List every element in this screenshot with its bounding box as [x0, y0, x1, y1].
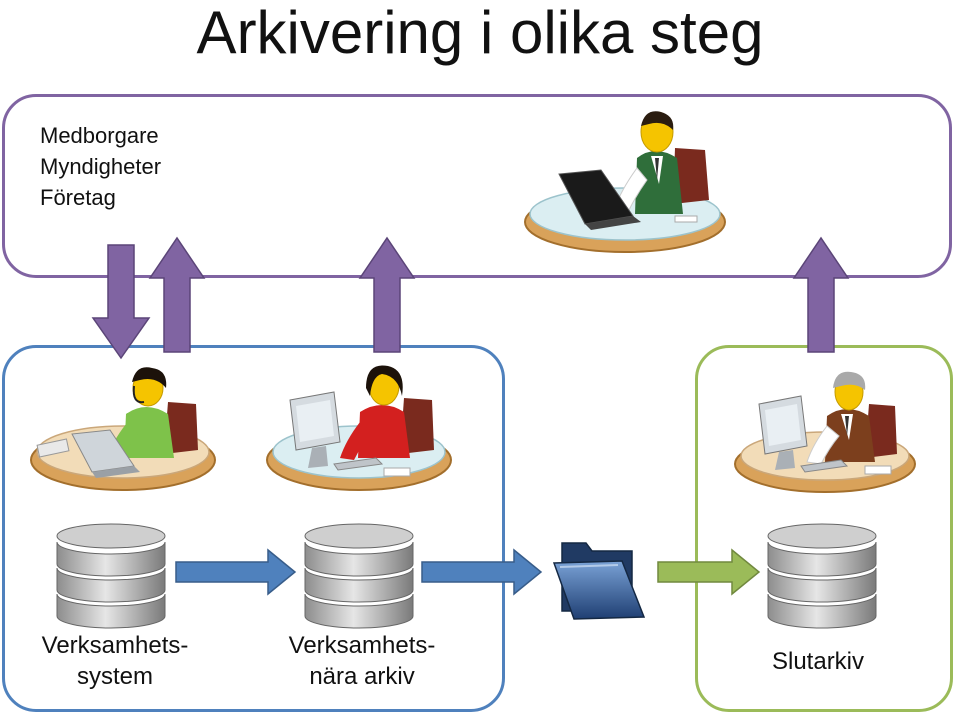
label-business-system: Verksamhets- system [20, 630, 210, 692]
person-at-desk-icon-final-archive [734, 371, 916, 493]
arrow-system-to-near [175, 548, 297, 596]
actor-citizens: Medborgare [40, 123, 159, 148]
label-near-archive-line1: Verksamhets- [288, 632, 436, 659]
actor-list: Medborgare Myndigheter Företag [40, 120, 161, 213]
label-business-system-line1: Verksamhets- [41, 632, 189, 659]
arrow-up-from-final-archive [792, 236, 850, 353]
business-box [2, 345, 505, 712]
arrow-down-to-system [91, 244, 151, 360]
arrow-folder-to-final [657, 548, 761, 596]
arrow-up-from-system [148, 236, 206, 353]
database-icon-system [56, 523, 166, 629]
label-final-archive: Slutarkiv [771, 648, 865, 675]
external-actors-box [2, 94, 952, 278]
person-at-desk-icon-system [30, 367, 216, 491]
actor-companies: Företag [40, 185, 116, 210]
database-icon-near-archive [304, 523, 414, 629]
arrow-up-from-near-archive [358, 236, 416, 353]
page-title: Arkivering i olika steg [196, 0, 764, 66]
folder-icon [552, 542, 646, 620]
actor-authorities: Myndigheter [40, 154, 162, 179]
label-near-archive-line2: nära arkiv [309, 663, 415, 690]
person-at-desk-icon-near-archive [266, 365, 452, 491]
database-icon-final-archive [767, 523, 877, 629]
label-business-system-line2: system [76, 663, 153, 690]
arrow-near-to-folder [421, 548, 543, 596]
person-at-desk-icon-top [524, 111, 726, 253]
label-near-archive: Verksamhets- nära arkiv [262, 630, 462, 692]
